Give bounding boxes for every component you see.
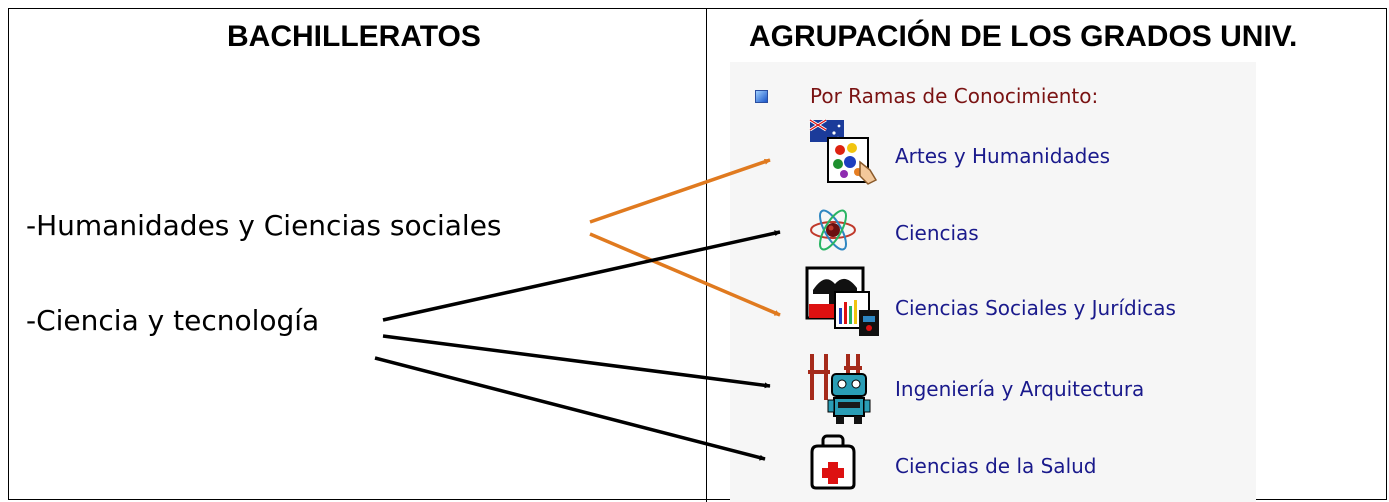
arrow-ciencia-to-salud (374, 356, 766, 461)
branch-artes-humanidades[interactable]: Artes y Humanidades (895, 144, 1111, 168)
bullet-icon (755, 90, 768, 103)
medical-kit-icon (810, 434, 856, 490)
branch-ciencias-sociales-juridicas[interactable]: Ciencias Sociales y Jurídicas (895, 296, 1176, 320)
social-sciences-icon (805, 266, 879, 336)
paint-palette-icon (809, 118, 878, 185)
branch-ingenieria-arquitectura[interactable]: Ingeniería y Arquitectura (895, 377, 1145, 401)
source-ciencia-tecnologia: -Ciencia y tecnología (26, 304, 320, 337)
left-column-header: BACHILLERATOS (227, 20, 481, 53)
panel-title: Por Ramas de Conocimiento: (810, 84, 1099, 108)
arrow-humanidades-to-sociales (589, 232, 781, 317)
right-column-header: AGRUPACIÓN DE LOS GRADOS UNIV. (749, 20, 1298, 53)
robot-icon (808, 354, 871, 424)
arrow-humanidades-to-artes (589, 158, 771, 224)
comparison-table (8, 8, 1387, 500)
source-humanidades: -Humanidades y Ciencias sociales (26, 209, 502, 242)
arrow-ciencia-to-ciencias (382, 230, 781, 322)
column-divider (706, 8, 707, 502)
branch-ciencias-salud[interactable]: Ciencias de la Salud (895, 454, 1097, 478)
branch-ciencias[interactable]: Ciencias (895, 221, 979, 245)
atom-icon (810, 209, 856, 251)
arrow-ciencia-to-ingenieria (382, 334, 771, 389)
